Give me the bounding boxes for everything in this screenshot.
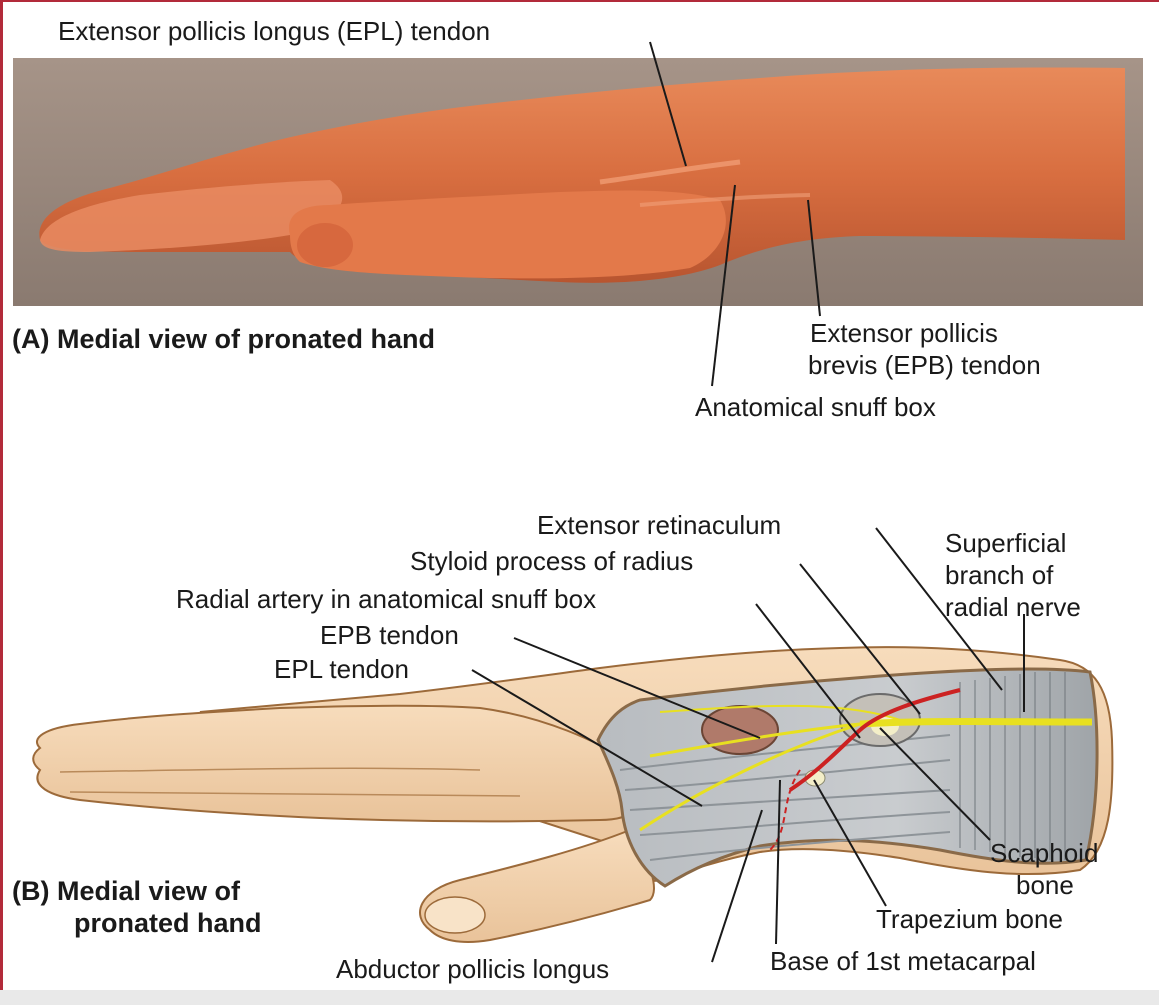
label-abductor-pollicis-longus: Abductor pollicis longus — [336, 954, 609, 984]
photo-panel-a — [13, 58, 1143, 306]
label-extensor-retinaculum: Extensor retinaculum — [537, 510, 781, 540]
label-trapezium-bone: Trapezium bone — [876, 904, 1063, 934]
label-superficial-line3: radial nerve — [945, 592, 1081, 622]
label-scaphoid-line2: bone — [1016, 870, 1074, 900]
label-styloid-process: Styloid process of radius — [410, 546, 693, 576]
label-epb-tendon-b: EPB tendon — [320, 620, 459, 650]
label-radial-artery: Radial artery in anatomical snuff box — [176, 584, 596, 614]
photo-thumbnail — [297, 223, 353, 267]
label-scaphoid-line1: Scaphoid — [990, 838, 1098, 868]
label-superficial-line2: branch of — [945, 560, 1053, 590]
label-epb-tendon-a-line1: Extensor pollicis — [810, 318, 998, 348]
label-epl-tendon-a: Extensor pollicis longus (EPL) tendon — [58, 16, 490, 46]
label-anatomical-snuff-box: Anatomical snuff box — [695, 392, 936, 422]
caption-panel-a: (A) Medial view of pronated hand — [12, 324, 435, 354]
caption-panel-b-line1: (B) Medial view of — [12, 876, 240, 906]
label-base-1st-metacarpal: Base of 1st metacarpal — [770, 946, 1036, 976]
caption-panel-b-line2: pronated hand — [74, 908, 262, 938]
label-superficial-line1: Superficial — [945, 528, 1066, 558]
label-epb-tendon-a-line2: brevis (EPB) tendon — [808, 350, 1041, 380]
bottom-strip — [0, 990, 1159, 1005]
label-epl-tendon-b: EPL tendon — [274, 654, 409, 684]
drawing-thumbnail — [425, 897, 485, 933]
